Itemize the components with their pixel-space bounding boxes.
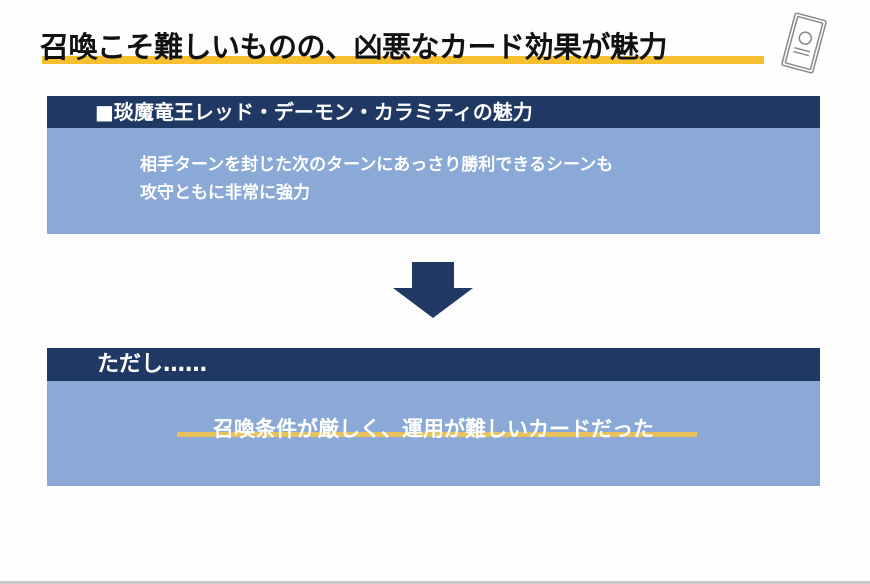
appeal-box: ■琰魔竜王レッド・デーモン・カラミティの魅力 相手ターンを封じた次のターンにあっ… bbox=[47, 96, 820, 234]
bottom-divider bbox=[0, 581, 870, 584]
card-icon bbox=[781, 12, 827, 74]
appeal-line: 相手ターンを封じた次のターンにあっさり勝利できるシーンも bbox=[140, 155, 614, 175]
conclusion-highlight bbox=[177, 432, 697, 437]
conclusion-text: 召喚条件が厳しく、運用が難しいカードだった bbox=[213, 417, 654, 441]
appeal-line: 攻守ともに非常に強力 bbox=[140, 183, 310, 203]
caveat-box: ただし…… 召喚条件が厳しく、運用が難しいカードだった bbox=[47, 348, 820, 486]
appeal-body: 相手ターンを封じた次のターンにあっさり勝利できるシーンも 攻守ともに非常に強力 bbox=[47, 128, 820, 234]
slide-title: 召喚こそ難しいものの、凶悪なカード効果が魅力 bbox=[40, 30, 668, 64]
down-arrow-icon bbox=[393, 262, 473, 318]
appeal-heading: ■琰魔竜王レッド・デーモン・カラミティの魅力 bbox=[47, 96, 820, 128]
caveat-heading: ただし…… bbox=[47, 348, 820, 381]
caveat-body: 召喚条件が厳しく、運用が難しいカードだった bbox=[47, 381, 820, 486]
title-highlight bbox=[42, 56, 764, 64]
